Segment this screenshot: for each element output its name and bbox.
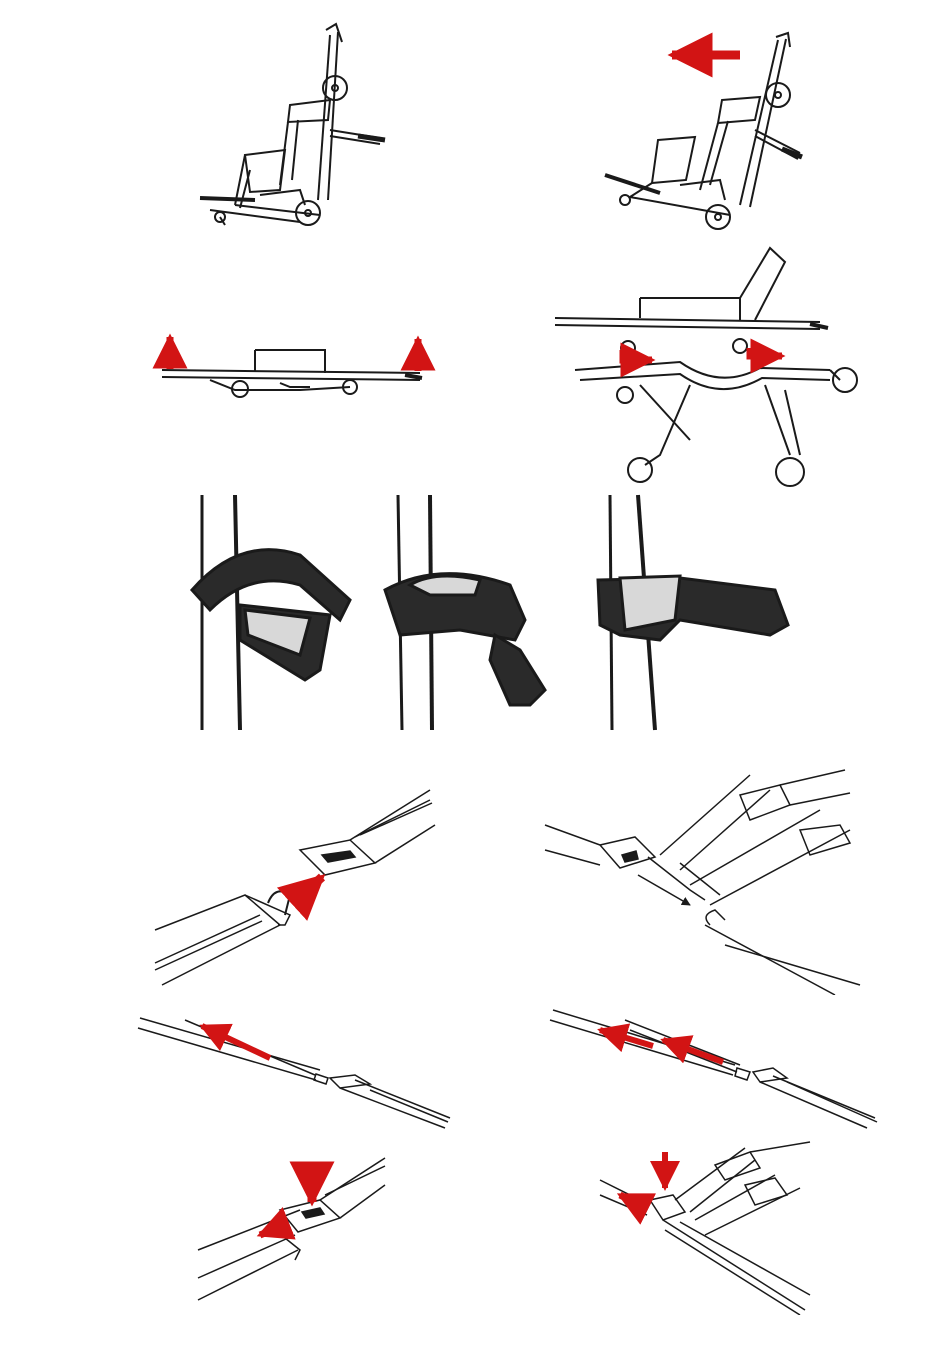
figure-stretcher-lift xyxy=(150,325,440,415)
figure-harness-buckle-insert xyxy=(540,765,870,995)
figure-strap-tighten xyxy=(130,1000,460,1130)
figure-harness-tighten xyxy=(545,1000,885,1130)
stair-chair-icon xyxy=(605,33,802,229)
figure-stretcher-on-cot xyxy=(540,240,870,495)
figure-buckle-release xyxy=(190,1150,390,1315)
figure-chair-tilted-push xyxy=(590,25,840,240)
arrow-insert-icon xyxy=(300,877,322,897)
cot-icon xyxy=(575,362,857,486)
strap-icon xyxy=(138,1018,450,1128)
strap-icon xyxy=(180,490,830,735)
buckle-icon xyxy=(198,1158,385,1300)
figure-chair-upright xyxy=(180,20,430,240)
harness-strap-icon xyxy=(550,1010,877,1128)
arrow-press-icon xyxy=(260,1162,312,1235)
buckle-icon xyxy=(155,790,435,985)
stretcher-icon xyxy=(555,248,828,355)
harness-buckle-icon xyxy=(540,765,870,995)
arrow-up-icon xyxy=(170,337,418,371)
figure-buckle-insert xyxy=(150,785,440,1000)
arrow-press-icon xyxy=(620,1152,665,1205)
figure-harness-buckle-release xyxy=(595,1140,815,1315)
arrow-pull-icon xyxy=(202,1026,270,1058)
harness-buckle-icon xyxy=(600,1142,810,1315)
stair-chair-icon xyxy=(180,20,430,240)
arrow-right-icon xyxy=(623,348,782,360)
figure-strap-wrap-steps xyxy=(180,490,830,735)
stretcher-icon xyxy=(162,350,422,397)
